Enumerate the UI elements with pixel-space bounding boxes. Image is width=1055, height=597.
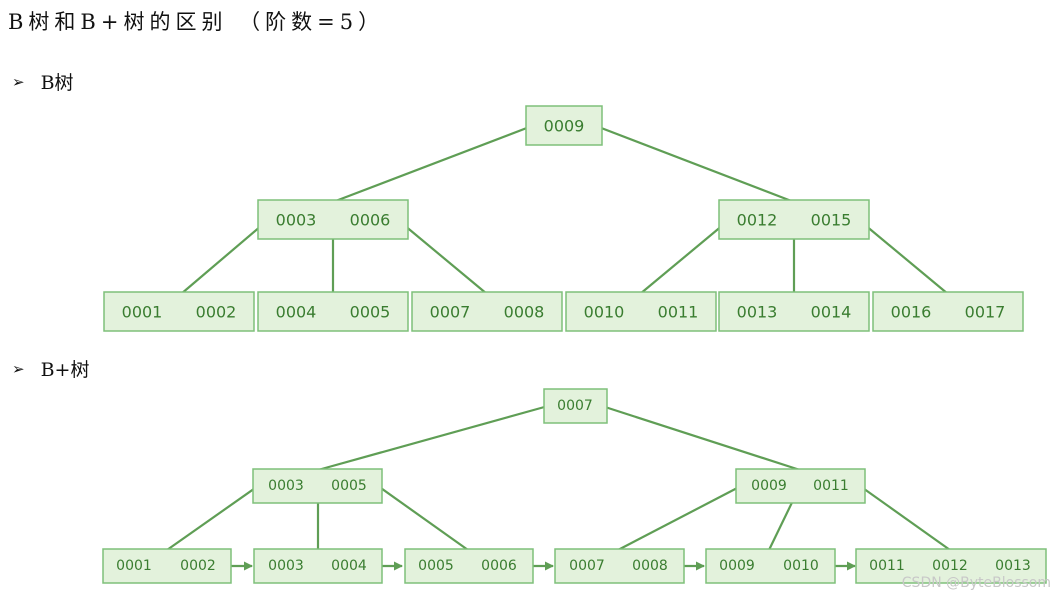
node-key: 0010	[783, 558, 819, 574]
node-key: 0010	[584, 303, 625, 322]
node-key: 0006	[350, 211, 391, 230]
node-key: 0004	[276, 303, 317, 322]
btree-leaf-node: 0007 0008	[411, 291, 563, 332]
node-key: 0002	[196, 303, 237, 322]
section-bplus-label: B+树	[40, 359, 90, 381]
node-key: 0017	[965, 303, 1006, 322]
section-bplus-heading: ➢ B+树	[12, 355, 89, 382]
btree-internal-node: 0012 0015	[718, 199, 870, 240]
node-key: 0005	[418, 558, 454, 574]
node-key: 0005	[331, 478, 367, 494]
node-key: 0004	[331, 558, 367, 574]
node-key: 0007	[430, 303, 471, 322]
node-key: 0009	[719, 558, 755, 574]
bplus-edge	[617, 485, 742, 551]
btree-internal-node: 0003 0006	[257, 199, 409, 240]
node-key: 0001	[122, 303, 163, 322]
node-key: 0013	[737, 303, 778, 322]
bplus-edge	[166, 485, 259, 551]
bplus-diagram: 0007 0003 0005 0009 0011 0001 0002 0003 …	[102, 388, 1047, 584]
bplus-edge	[859, 485, 951, 551]
node-key: 0003	[268, 558, 304, 574]
node-key: 0008	[632, 558, 668, 574]
btree-leaf-node: 0001 0002	[103, 291, 255, 332]
node-key: 0003	[268, 478, 304, 494]
node-key: 0009	[751, 478, 787, 494]
btree-leaf-node: 0016 0017	[872, 291, 1024, 332]
bplus-leaf-node: 0001 0002	[102, 548, 232, 584]
page-title: B树和B+树的区别 （阶数=5）	[8, 10, 385, 34]
node-key: 0013	[995, 558, 1031, 574]
section-btree-label: B树	[40, 72, 74, 94]
node-key: 0011	[869, 558, 905, 574]
bplus-internal-node: 0009 0011	[735, 468, 866, 504]
node-key: 0007	[557, 398, 593, 414]
node-key: 0011	[658, 303, 699, 322]
btree-leaf-node: 0013 0014	[718, 291, 870, 332]
btree-edge	[180, 219, 269, 295]
node-key: 0006	[481, 558, 517, 574]
bullet-arrow-icon: ➢	[12, 359, 25, 378]
node-key: 0005	[350, 303, 391, 322]
bplus-leaf-node: 0005 0006	[404, 548, 534, 584]
btree-diagram: 0009 0003 0006 0012 0015 0001 0002 0004 …	[103, 105, 1024, 332]
bplus-edge	[377, 485, 469, 551]
bplus-leaf-node: 0009 0010	[705, 548, 836, 584]
node-key: 0007	[569, 558, 605, 574]
bplus-leaf-node: 0007 0008	[554, 548, 685, 584]
btree-edge	[639, 219, 730, 295]
bplus-leaf-node: 0011 0012 0013	[855, 548, 1047, 584]
bullet-arrow-icon: ➢	[12, 72, 25, 91]
node-key: 0011	[813, 478, 849, 494]
bplus-edge	[317, 404, 549, 472]
section-btree-heading: ➢ B树	[12, 68, 74, 95]
node-key: 0015	[811, 211, 852, 230]
btree-edge	[332, 124, 533, 204]
node-key: 0016	[891, 303, 932, 322]
watermark: CSDN @ByteBlossom	[901, 575, 1051, 591]
btree-edge	[397, 219, 488, 295]
bplus-internal-node: 0003 0005	[252, 468, 383, 504]
bplus-edge	[601, 404, 801, 472]
node-key: 0008	[504, 303, 545, 322]
bplus-leaf-node: 0003 0004	[253, 548, 383, 584]
node-key: 0012	[932, 558, 968, 574]
bplus-root-node: 0007	[543, 388, 608, 424]
node-key: 0014	[811, 303, 852, 322]
node-key: 0012	[737, 211, 778, 230]
btree-root-node: 0009	[525, 105, 603, 146]
btree-edge	[595, 124, 795, 204]
node-key: 0001	[116, 558, 152, 574]
btree-edge	[858, 219, 949, 295]
btree-leaf-node: 0010 0011	[565, 291, 717, 332]
node-key: 0002	[180, 558, 216, 574]
node-key: 0009	[544, 117, 585, 136]
node-key: 0003	[276, 211, 317, 230]
btree-leaf-node: 0004 0005	[257, 291, 409, 332]
